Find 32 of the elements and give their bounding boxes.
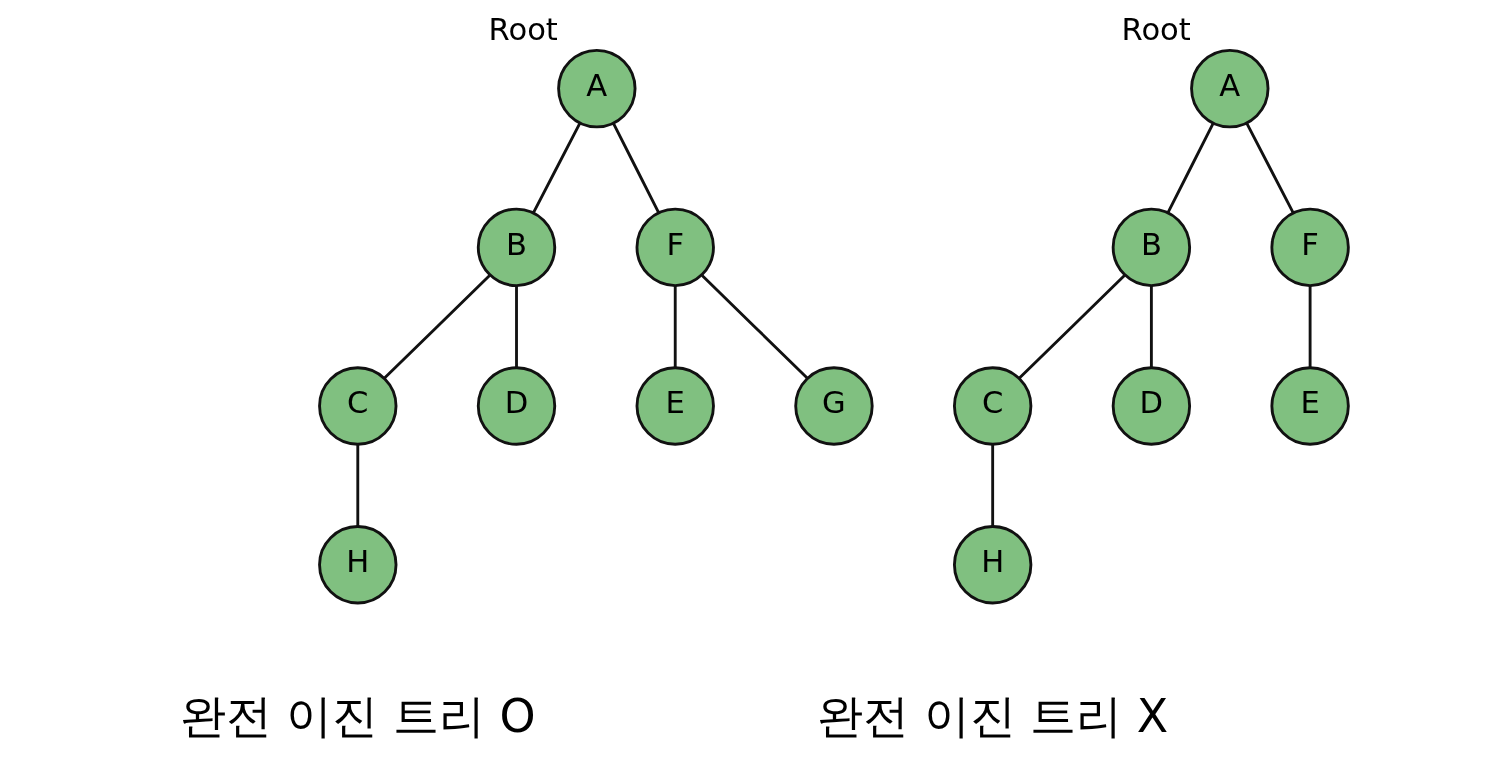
connector [1308, 285, 1312, 368]
node-circle: A [556, 48, 636, 129]
node-circle: H [317, 525, 397, 605]
node-label: Root [1121, 12, 1191, 48]
connector [514, 285, 518, 368]
label: 완전 이진 트리 X [816, 688, 1168, 743]
connector [673, 285, 677, 368]
connector [355, 444, 359, 527]
node-circle: D [476, 366, 556, 446]
connector [1245, 122, 1294, 214]
node-circle: G [793, 366, 874, 446]
node-label: Root [488, 12, 558, 48]
label: 완전 이진 트리 O [179, 688, 536, 743]
node-circle: E [635, 366, 715, 446]
node-circle: B [476, 207, 556, 287]
node-circle: C [317, 366, 397, 446]
node-circle: C [952, 366, 1032, 446]
node-circle: D [1111, 366, 1191, 446]
node-circle: B [1111, 207, 1191, 287]
node-circle: F [1269, 207, 1350, 287]
connector [611, 122, 660, 214]
node-circle: H [952, 525, 1032, 605]
connector [1017, 274, 1125, 380]
node-circle: F [635, 207, 715, 287]
connector [990, 444, 994, 527]
node-circle: A [1189, 48, 1269, 129]
connector [382, 274, 491, 380]
connector [700, 274, 808, 380]
node-circle: E [1269, 366, 1350, 446]
connector [531, 122, 581, 214]
connector [1149, 285, 1153, 368]
connector [1166, 122, 1214, 214]
